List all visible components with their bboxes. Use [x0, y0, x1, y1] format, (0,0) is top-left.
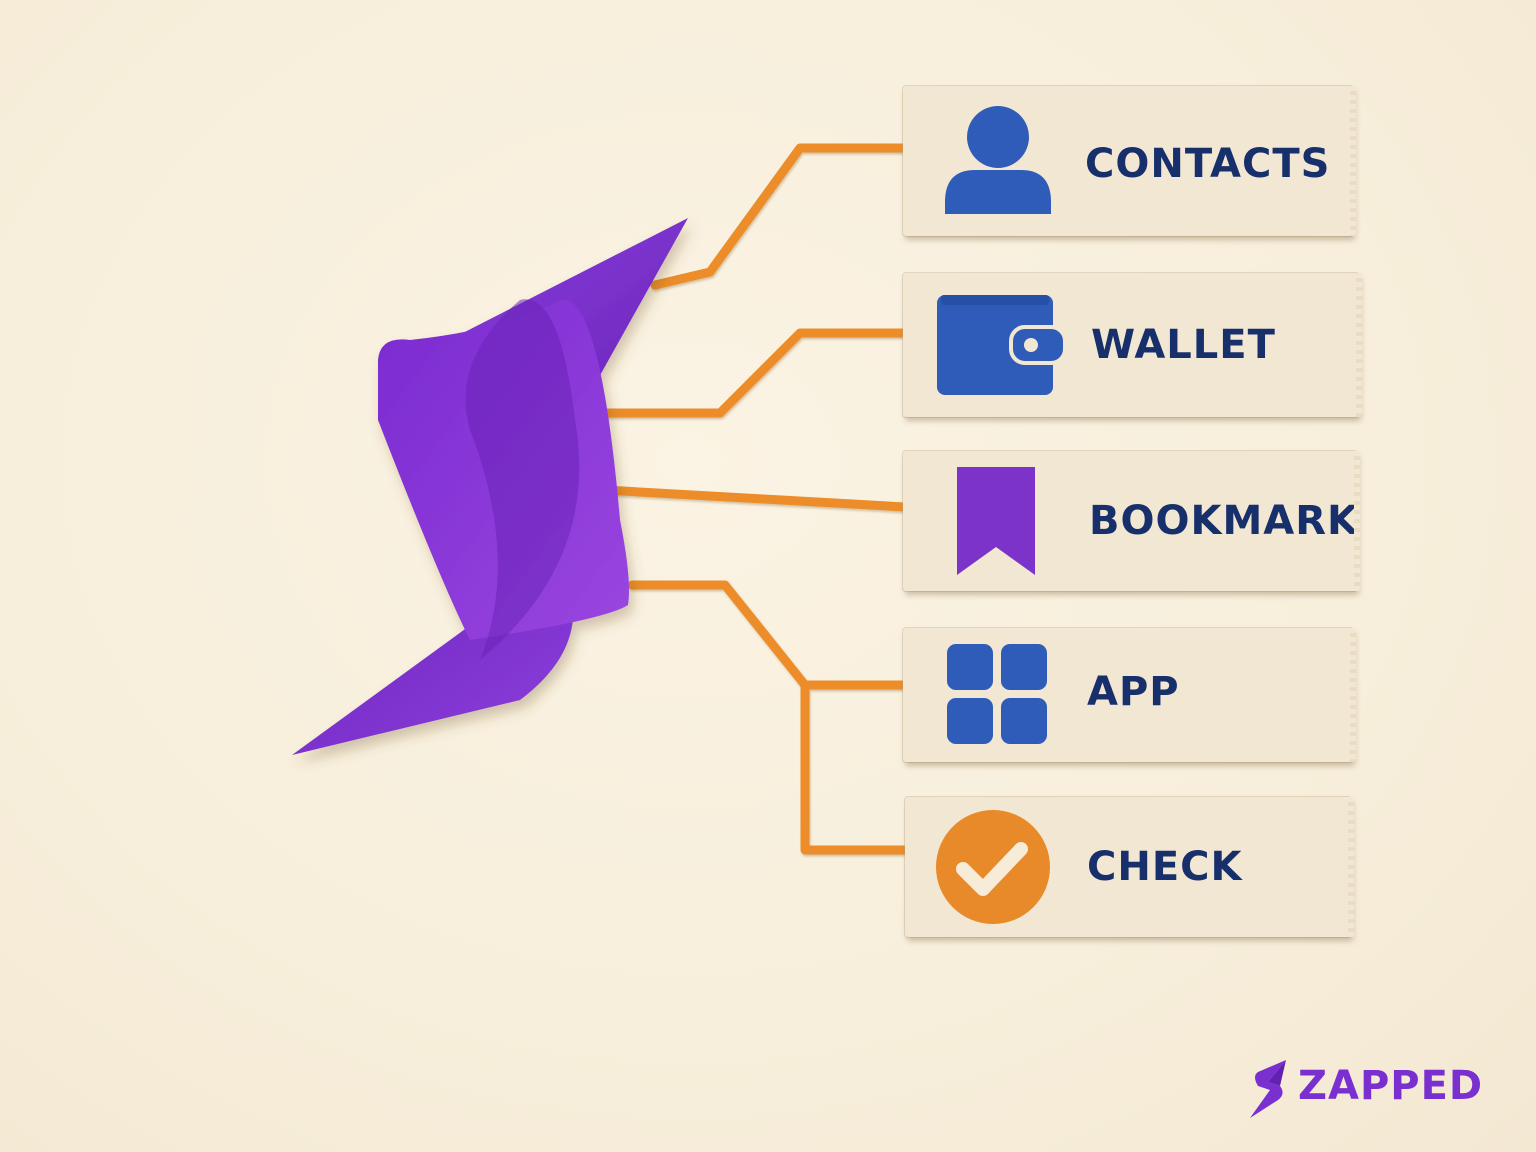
card-label-app: APP — [1087, 669, 1180, 715]
app-grid-icon — [947, 644, 1047, 744]
card-bookmark[interactable]: BOOKMARK — [903, 451, 1360, 591]
connector-app — [627, 580, 910, 690]
hub-lightning-bolt-icon — [292, 218, 688, 755]
card-contacts[interactable]: CONTACTS — [903, 86, 1356, 236]
brand-name: ZAPPED — [1298, 1063, 1484, 1109]
connector-wallet — [570, 328, 910, 418]
bookmark-icon — [957, 467, 1035, 575]
card-label-contacts: CONTACTS — [1085, 141, 1331, 187]
connector-check — [800, 680, 910, 855]
card-label-check: CHECK — [1087, 844, 1243, 890]
person-icon — [945, 106, 1051, 214]
card-label-bookmark: BOOKMARK — [1089, 498, 1360, 544]
check-circle-icon — [936, 810, 1050, 924]
brand-logo: ZAPPED — [1240, 1056, 1500, 1120]
connector-bookmark — [600, 485, 910, 512]
brand-lightning-bolt-icon — [1250, 1060, 1286, 1118]
card-app[interactable]: APP — [903, 628, 1356, 762]
card-label-wallet: WALLET — [1091, 322, 1276, 368]
card-wallet[interactable]: WALLET — [903, 273, 1362, 417]
card-check[interactable]: CHECK — [905, 797, 1354, 937]
wallet-icon — [937, 295, 1067, 395]
connector-contacts — [650, 143, 910, 290]
